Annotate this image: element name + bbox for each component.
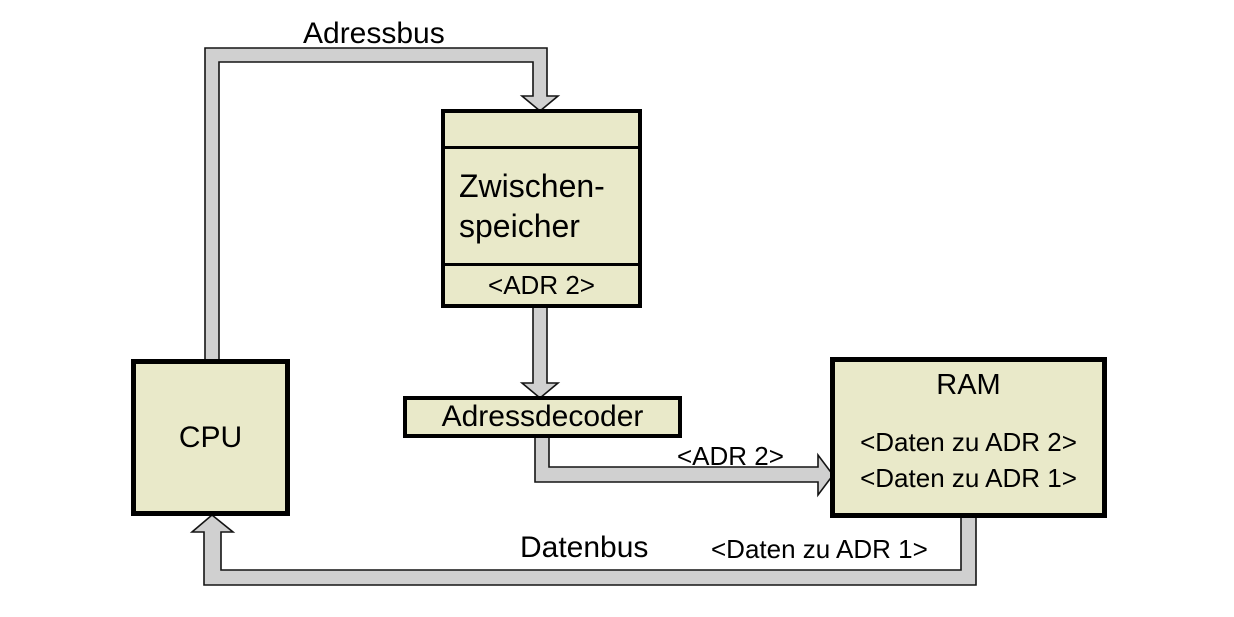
ram-data-line2: <Daten zu ADR 1> — [860, 463, 1077, 493]
buffer-adr-slot: <ADR 2> — [488, 269, 595, 300]
buffer-box: Zwischen- speicher <ADR 2> — [441, 109, 642, 308]
datenbus-adr1-label: <Daten zu ADR 1> — [711, 534, 928, 564]
buffer-to-decoder-arrow — [519, 303, 561, 400]
buffer-label-line1: Zwischen- — [459, 168, 605, 204]
buffer-divider-bottom — [445, 263, 638, 266]
cpu-label: CPU — [178, 420, 243, 454]
buffer-label-line2: speicher — [459, 208, 580, 244]
buffer-divider-top — [445, 146, 638, 149]
datenbus-pipe — [189, 513, 977, 586]
ram-box: RAM <Daten zu ADR 2> <Daten zu ADR 1> — [830, 357, 1107, 518]
buffer-empty-slot — [445, 113, 638, 146]
address-decoder-box: Adressdecoder — [403, 396, 682, 438]
decoder-to-ram-arrow — [534, 434, 834, 498]
cpu-box: CPU — [131, 359, 290, 516]
adressbus-label: Adressbus — [303, 17, 445, 50]
buffer-label: Zwischen- speicher — [445, 149, 638, 263]
address-decoder-label: Adressdecoder — [441, 400, 644, 433]
datenbus-label: Datenbus — [520, 531, 649, 564]
adr2-bus-label: <ADR 2> — [677, 441, 784, 471]
ram-data-line1: <Daten zu ADR 2> — [860, 427, 1077, 457]
ram-contents: <Daten zu ADR 2> <Daten zu ADR 1> — [835, 424, 1102, 496]
ram-label: RAM — [936, 369, 1001, 401]
adressbus-pipe — [204, 47, 561, 363]
